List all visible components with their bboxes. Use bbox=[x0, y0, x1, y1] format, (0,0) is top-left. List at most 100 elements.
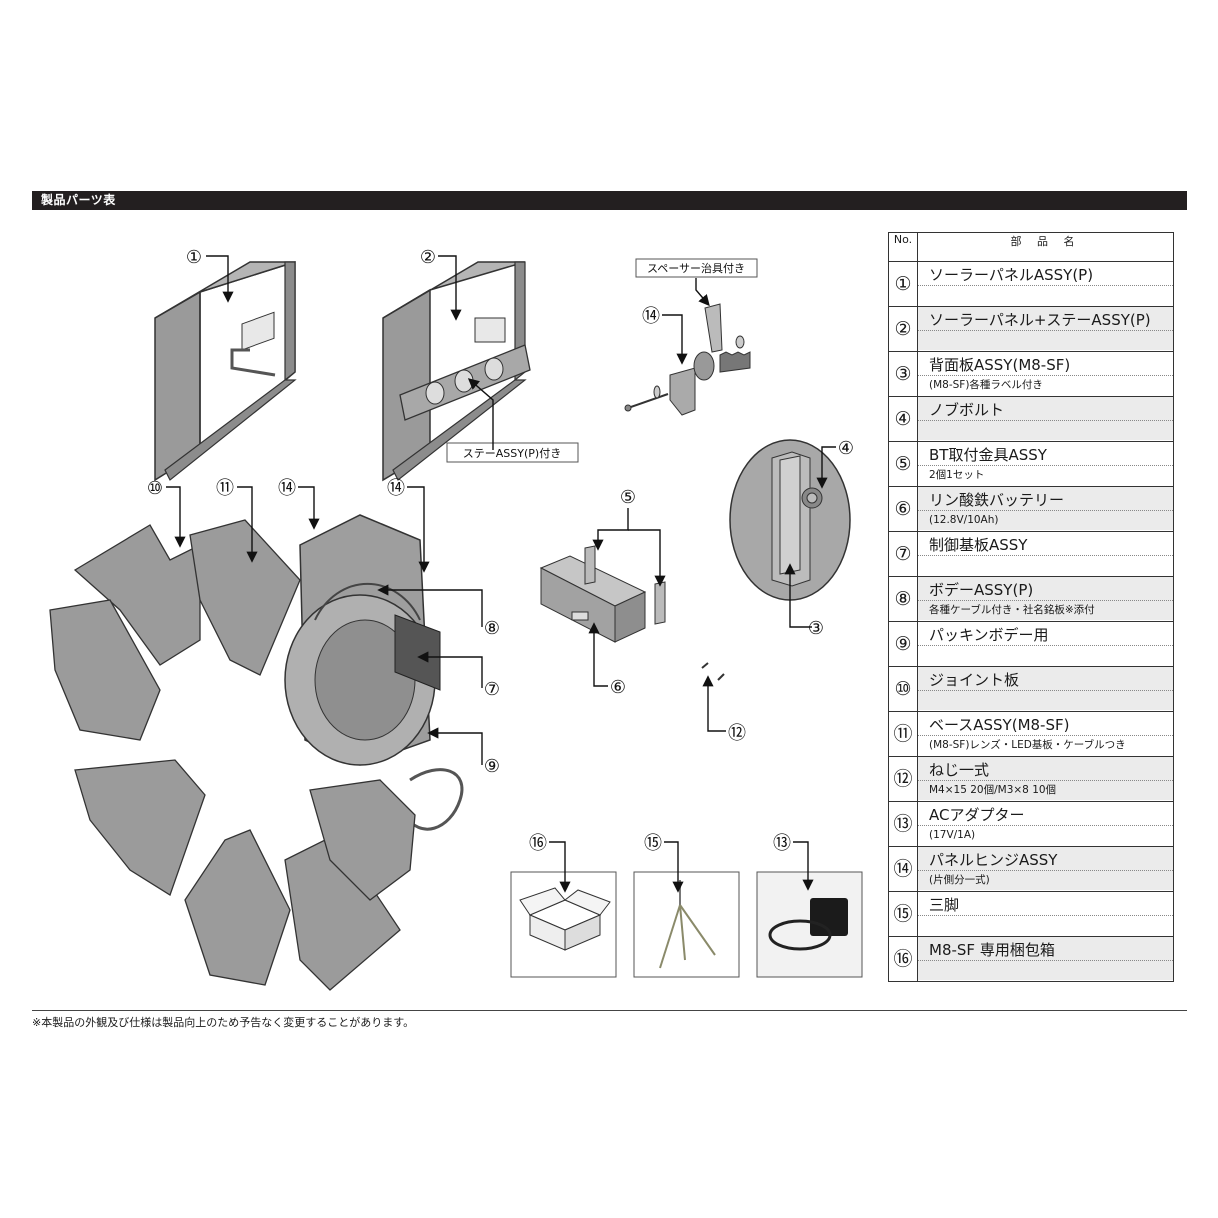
part-subtext bbox=[918, 285, 1173, 305]
part-name-cell: パッキンボデー用 bbox=[917, 621, 1174, 667]
callout-14-right: ⑭ bbox=[387, 478, 405, 499]
solar-panel-stay-illustration bbox=[382, 261, 531, 482]
table-row: ⑮ 三脚 bbox=[888, 891, 1174, 937]
solar-panel-illustration bbox=[154, 260, 297, 482]
spacer-label-box bbox=[635, 258, 758, 278]
callout-8: ⑧ bbox=[484, 618, 500, 639]
part-name-cell: ソーラーパネル+ステーASSY(P) bbox=[917, 306, 1174, 352]
callout-14-top: ⑭ bbox=[642, 306, 660, 327]
part-name-cell: リン酸鉄バッテリー(12.8V/10Ah) bbox=[917, 486, 1174, 532]
callout-3: ③ bbox=[808, 618, 824, 639]
row-number: ⑮ bbox=[888, 891, 918, 937]
section-title: 製品パーツ表 bbox=[41, 193, 116, 207]
callout-9: ⑨ bbox=[484, 756, 500, 777]
callout-4: ④ bbox=[838, 438, 854, 459]
callout-11: ⑪ bbox=[216, 478, 234, 499]
stay-label: ステーASSY(P)付き bbox=[463, 447, 561, 460]
part-name: ソーラーパネルASSY(P) bbox=[929, 266, 1094, 284]
tripod-illustration bbox=[633, 871, 740, 978]
part-name: 背面板ASSY(M8-SF) bbox=[929, 356, 1071, 374]
part-subtext bbox=[918, 420, 1173, 440]
part-subtext: M4×15 20個/M3×8 10個 bbox=[918, 780, 1173, 800]
part-name-cell: ソーラーパネルASSY(P) bbox=[917, 261, 1174, 307]
part-subtext: (12.8V/10Ah) bbox=[918, 510, 1173, 530]
row-number: ⑪ bbox=[888, 711, 918, 757]
row-number: ⑫ bbox=[888, 756, 918, 802]
part-name-cell: ボデーASSY(P)各種ケーブル付き・社名銘板※添付 bbox=[917, 576, 1174, 622]
row-number: ③ bbox=[888, 351, 918, 397]
callout-16: ⑯ bbox=[529, 833, 547, 854]
row-number: ⑬ bbox=[888, 801, 918, 847]
part-subtext: (片側分一式) bbox=[918, 870, 1173, 890]
row-number: ⑩ bbox=[888, 666, 918, 712]
battery-illustration bbox=[539, 545, 666, 643]
spacer-label: スペーサー治具付き bbox=[647, 261, 745, 275]
part-subtext: (M8-SF)各種ラベル付き bbox=[918, 375, 1173, 395]
part-name-cell: ACアダプター(17V/1A) bbox=[917, 801, 1174, 847]
part-name-cell: 三脚 bbox=[917, 891, 1174, 937]
row-number: ⑯ bbox=[888, 936, 918, 982]
section-header-bar: 製品パーツ表 bbox=[32, 191, 1187, 210]
part-name: ベースASSY(M8-SF) bbox=[929, 716, 1070, 734]
row-number: ① bbox=[888, 261, 918, 307]
row-number: ⑤ bbox=[888, 441, 918, 487]
part-name: 三脚 bbox=[929, 896, 960, 914]
callout-7: ⑦ bbox=[484, 679, 500, 700]
part-subtext bbox=[918, 645, 1173, 665]
part-name: ノブボルト bbox=[918, 397, 1173, 420]
part-subtext: 各種ケーブル付き・社名銘板※添付 bbox=[918, 600, 1173, 620]
packing-box-illustration bbox=[510, 871, 617, 978]
part-name: M8-SF 専用梱包箱 bbox=[918, 937, 1173, 960]
screws-illustration bbox=[701, 662, 725, 681]
row-number: ⑥ bbox=[888, 486, 918, 532]
row-number: ⑦ bbox=[888, 531, 918, 577]
callout-14-left: ⑭ bbox=[278, 478, 296, 499]
part-name: 制御基板ASSY bbox=[929, 536, 1028, 554]
panel-hinge-illustration bbox=[624, 303, 751, 416]
part-name: ソーラーパネル+ステーASSY(P) bbox=[918, 307, 1173, 330]
part-name-cell: ベースASSY(M8-SF)(M8-SF)レンズ・LED基板・ケーブルつき bbox=[917, 711, 1174, 757]
part-name-cell: ジョイント板 bbox=[917, 666, 1174, 712]
part-name-cell: ノブボルト bbox=[917, 396, 1174, 442]
stay-label-box bbox=[446, 442, 579, 463]
part-name-cell: パネルヒンジASSY(片側分一式) bbox=[917, 846, 1174, 892]
row-number: ⑧ bbox=[888, 576, 918, 622]
part-subtext: (M8-SF)レンズ・LED基板・ケーブルつき bbox=[918, 735, 1173, 755]
table-row: ① ソーラーパネルASSY(P) bbox=[888, 261, 1174, 307]
callout-12: ⑫ bbox=[728, 723, 746, 744]
callout-13: ⑬ bbox=[773, 833, 791, 854]
callout-6: ⑥ bbox=[610, 677, 626, 698]
col-header-name: 部 品 名 bbox=[917, 232, 1174, 262]
part-subtext bbox=[918, 960, 1173, 980]
part-name-cell: M8-SF 専用梱包箱 bbox=[917, 936, 1174, 982]
part-name: ボデーASSY(P) bbox=[918, 577, 1173, 600]
col-header-no: No. bbox=[888, 232, 918, 262]
part-name: BT取付金具ASSY bbox=[929, 446, 1047, 464]
row-number: ⑭ bbox=[888, 846, 918, 892]
row-number: ④ bbox=[888, 396, 918, 442]
part-subtext bbox=[918, 555, 1173, 575]
part-name: ジョイント板 bbox=[918, 667, 1173, 690]
part-subtext bbox=[918, 915, 1173, 935]
callout-15: ⑮ bbox=[644, 833, 662, 854]
parts-diagram: ステーASSY(P)付き スペーサー治具付き ① ② ③ ④ ⑤ ⑥ ⑦ ⑧ ⑨… bbox=[49, 247, 863, 991]
callout-1: ① bbox=[186, 247, 202, 268]
callout-10: ⑩ bbox=[147, 478, 163, 499]
part-subtext: 2個1セット bbox=[918, 465, 1173, 485]
part-subtext: (17V/1A) bbox=[918, 825, 1173, 845]
part-subtext bbox=[918, 690, 1173, 710]
part-name: ACアダプター bbox=[929, 806, 1025, 824]
part-name: パッキンボデー用 bbox=[929, 626, 1049, 644]
